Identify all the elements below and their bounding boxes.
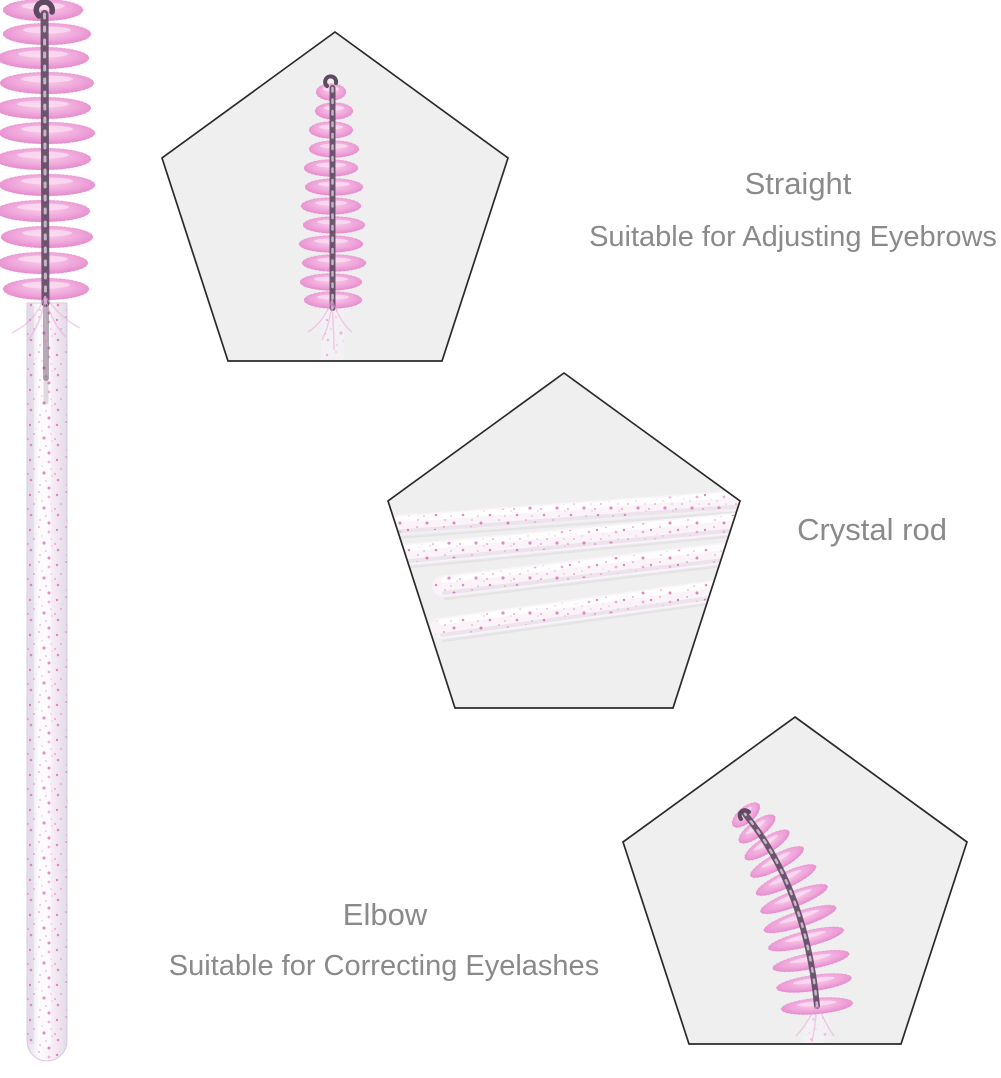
full-brush-wisps xyxy=(11,295,81,347)
full-brush-image xyxy=(0,0,96,1062)
straight-subtitle: Suitable for Adjusting Eyebrows xyxy=(589,221,997,253)
elbow-brush-detail-image xyxy=(731,801,854,1044)
full-brush-wire xyxy=(33,0,55,307)
elbow-subtitle: Suitable for Correcting Eyelashes xyxy=(168,950,600,982)
callout-straight-pentagon xyxy=(161,30,509,362)
crystal-rod-title: Crystal rod xyxy=(797,512,947,547)
callout-crystal-pentagon xyxy=(387,371,741,709)
straight-brush-detail-image xyxy=(298,74,367,361)
crystal-rods-detail-image xyxy=(388,489,740,643)
straight-title: Straight xyxy=(744,166,852,201)
callout-elbow-pentagon xyxy=(621,715,969,1045)
full-brush-bristles xyxy=(0,0,96,301)
elbow-title: Elbow xyxy=(342,897,428,932)
